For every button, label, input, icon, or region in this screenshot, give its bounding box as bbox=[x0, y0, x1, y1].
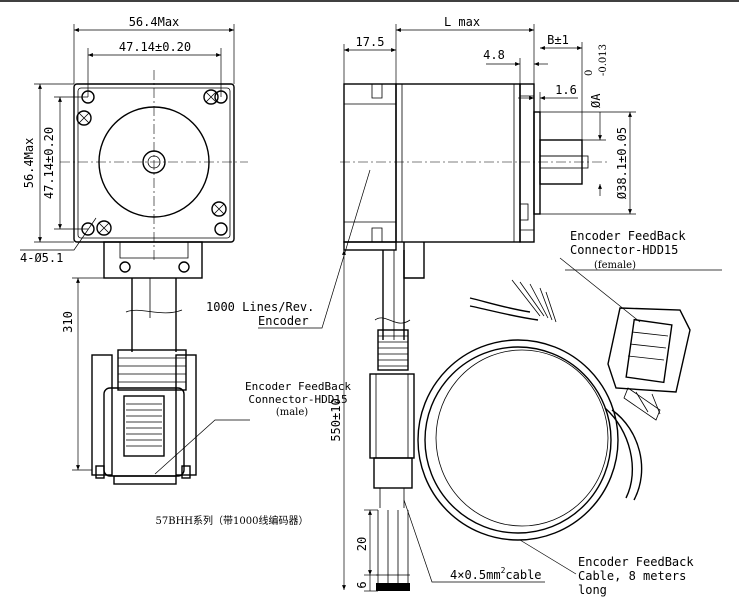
side-strain-relief bbox=[377, 329, 409, 371]
svg-text:Encoder FeedBack: Encoder FeedBack bbox=[570, 229, 686, 243]
wire-fanout bbox=[511, 279, 557, 323]
connector-male-side bbox=[369, 373, 415, 508]
svg-text:long: long bbox=[578, 583, 607, 597]
label-connector-male: Encoder FeedBack Connector-HDD15 (male) bbox=[154, 380, 351, 475]
dim-6: 6 bbox=[355, 581, 369, 588]
svg-text:Connector-HDD15: Connector-HDD15 bbox=[248, 393, 347, 406]
dim-17-5: 17.5 bbox=[356, 35, 385, 49]
mount-hole-br bbox=[214, 222, 228, 236]
dim-hole-dia: 4-Ø5.1 bbox=[20, 251, 63, 265]
label-cable: Encoder FeedBack Cable, 8 meters long bbox=[519, 539, 694, 597]
dim-4-8: 4.8 bbox=[483, 48, 505, 62]
svg-text:Connector-HDD15: Connector-HDD15 bbox=[570, 243, 678, 257]
coiled-cable bbox=[417, 279, 643, 541]
svg-text:(male): (male) bbox=[276, 407, 308, 418]
side-view: L max 17.5 4.8 B±1 1.6 ØA 0 -0.013 Ø38.1… bbox=[329, 15, 636, 592]
svg-text:1000 Lines/Rev.: 1000 Lines/Rev. bbox=[206, 300, 314, 314]
svg-text:Encoder FeedBack: Encoder FeedBack bbox=[245, 380, 351, 393]
svg-text:(female): (female) bbox=[594, 260, 636, 271]
dim-hole-spacing-v: 47.14±0.20 bbox=[42, 127, 56, 199]
encoder-bracket bbox=[103, 241, 203, 279]
connector-female bbox=[607, 307, 691, 421]
front-flange bbox=[519, 83, 535, 243]
dim-shaft-tol-top: 0 bbox=[584, 70, 595, 76]
dim-20: 20 bbox=[355, 537, 369, 551]
dim-b: B±1 bbox=[547, 33, 569, 47]
dim-hole-spacing-h: 47.14±0.20 bbox=[119, 40, 191, 54]
screw-icon bbox=[76, 89, 227, 236]
cable-strain-relief bbox=[117, 349, 187, 391]
svg-text:Cable, 8 meters: Cable, 8 meters bbox=[578, 569, 686, 583]
dim-pilot-dia: Ø38.1±0.05 bbox=[615, 127, 629, 199]
dim-height-max: 56.4Max bbox=[22, 138, 36, 189]
dim-length: L max bbox=[444, 15, 480, 29]
series-caption: 57BHH系列（带1000线编码器） bbox=[156, 514, 309, 527]
label-connector-female: Encoder FeedBack Connector-HDD15 (female… bbox=[559, 229, 722, 323]
dim-cable-550: 550±10 bbox=[329, 398, 343, 441]
dim-width-max: 56.4Max bbox=[129, 15, 180, 29]
svg-text:Encoder: Encoder bbox=[258, 314, 309, 328]
motor-body bbox=[395, 83, 521, 243]
encoder-cover bbox=[343, 83, 397, 243]
dim-shaft-dia: ØA bbox=[589, 93, 603, 108]
pilot bbox=[533, 111, 541, 215]
connector-male bbox=[91, 354, 197, 485]
svg-text:Encoder FeedBack: Encoder FeedBack bbox=[578, 555, 694, 569]
dim-shaft-tol-bottom: -0.013 bbox=[598, 44, 609, 76]
svg-text:4×0.5mm2cable: 4×0.5mm2cable bbox=[450, 566, 542, 582]
dim-cable-310: 310 bbox=[61, 311, 75, 333]
label-wire: 4×0.5mm2cable bbox=[403, 499, 545, 583]
label-encoder: 1000 Lines/Rev. Encoder bbox=[206, 169, 371, 329]
dim-1-6: 1.6 bbox=[555, 83, 577, 97]
front-view: 56.4Max 47.14±0.20 56.4Max 47.14±0.20 4-… bbox=[20, 15, 248, 485]
